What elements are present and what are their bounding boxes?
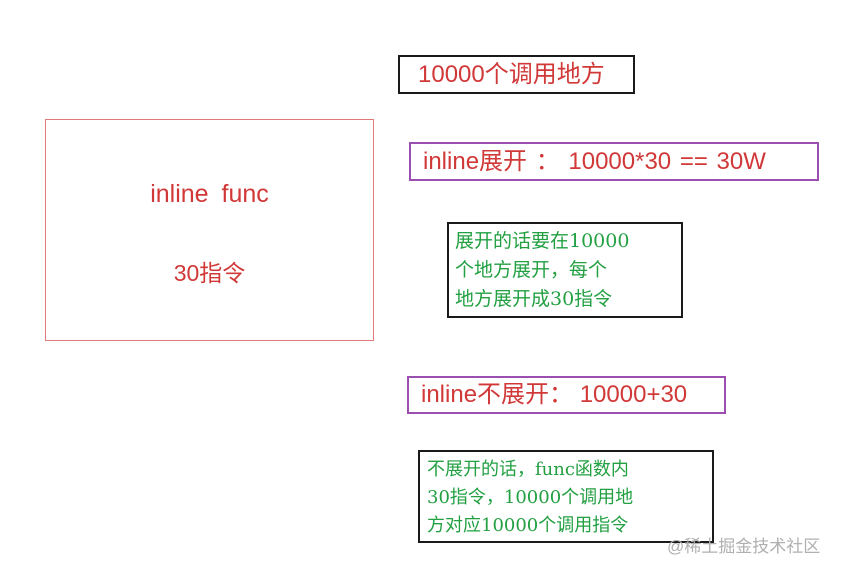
instruction-count-label: 30指令 <box>173 260 246 286</box>
note-line: 个地方展开，每个 <box>455 259 608 281</box>
note-line: 展开的话要在10000 <box>455 230 630 252</box>
inline-not-expanded-label: inline不展开： 10000+30 <box>421 381 688 408</box>
note-line: 方对应10000个调用指令 <box>427 515 629 536</box>
note-line: 30指令，10000个调用地 <box>427 487 634 508</box>
inline-not-expanded-note: 不展开的话，func函数内 30指令，10000个调用地 方对应10000个调用… <box>418 450 714 543</box>
inline-expanded-box: inline展开 ： 10000*30 == 30W <box>409 142 819 181</box>
call-sites-label: 10000个调用地方 <box>418 61 605 88</box>
note-line: 不展开的话，func函数内 <box>427 459 629 480</box>
watermark-label: @稀土掘金技术社区 <box>667 537 821 556</box>
function-name-label: inline func <box>150 180 269 208</box>
inline-expanded-label: inline展开 ： 10000*30 == 30W <box>423 148 766 175</box>
inline-function-box: inline func 30指令 <box>45 119 374 341</box>
note-line: 地方展开成30指令 <box>455 288 613 310</box>
inline-not-expanded-box: inline不展开： 10000+30 <box>407 376 726 414</box>
call-sites-box: 10000个调用地方 <box>398 55 635 94</box>
inline-expanded-note: 展开的话要在10000 个地方展开，每个 地方展开成30指令 <box>447 222 683 318</box>
